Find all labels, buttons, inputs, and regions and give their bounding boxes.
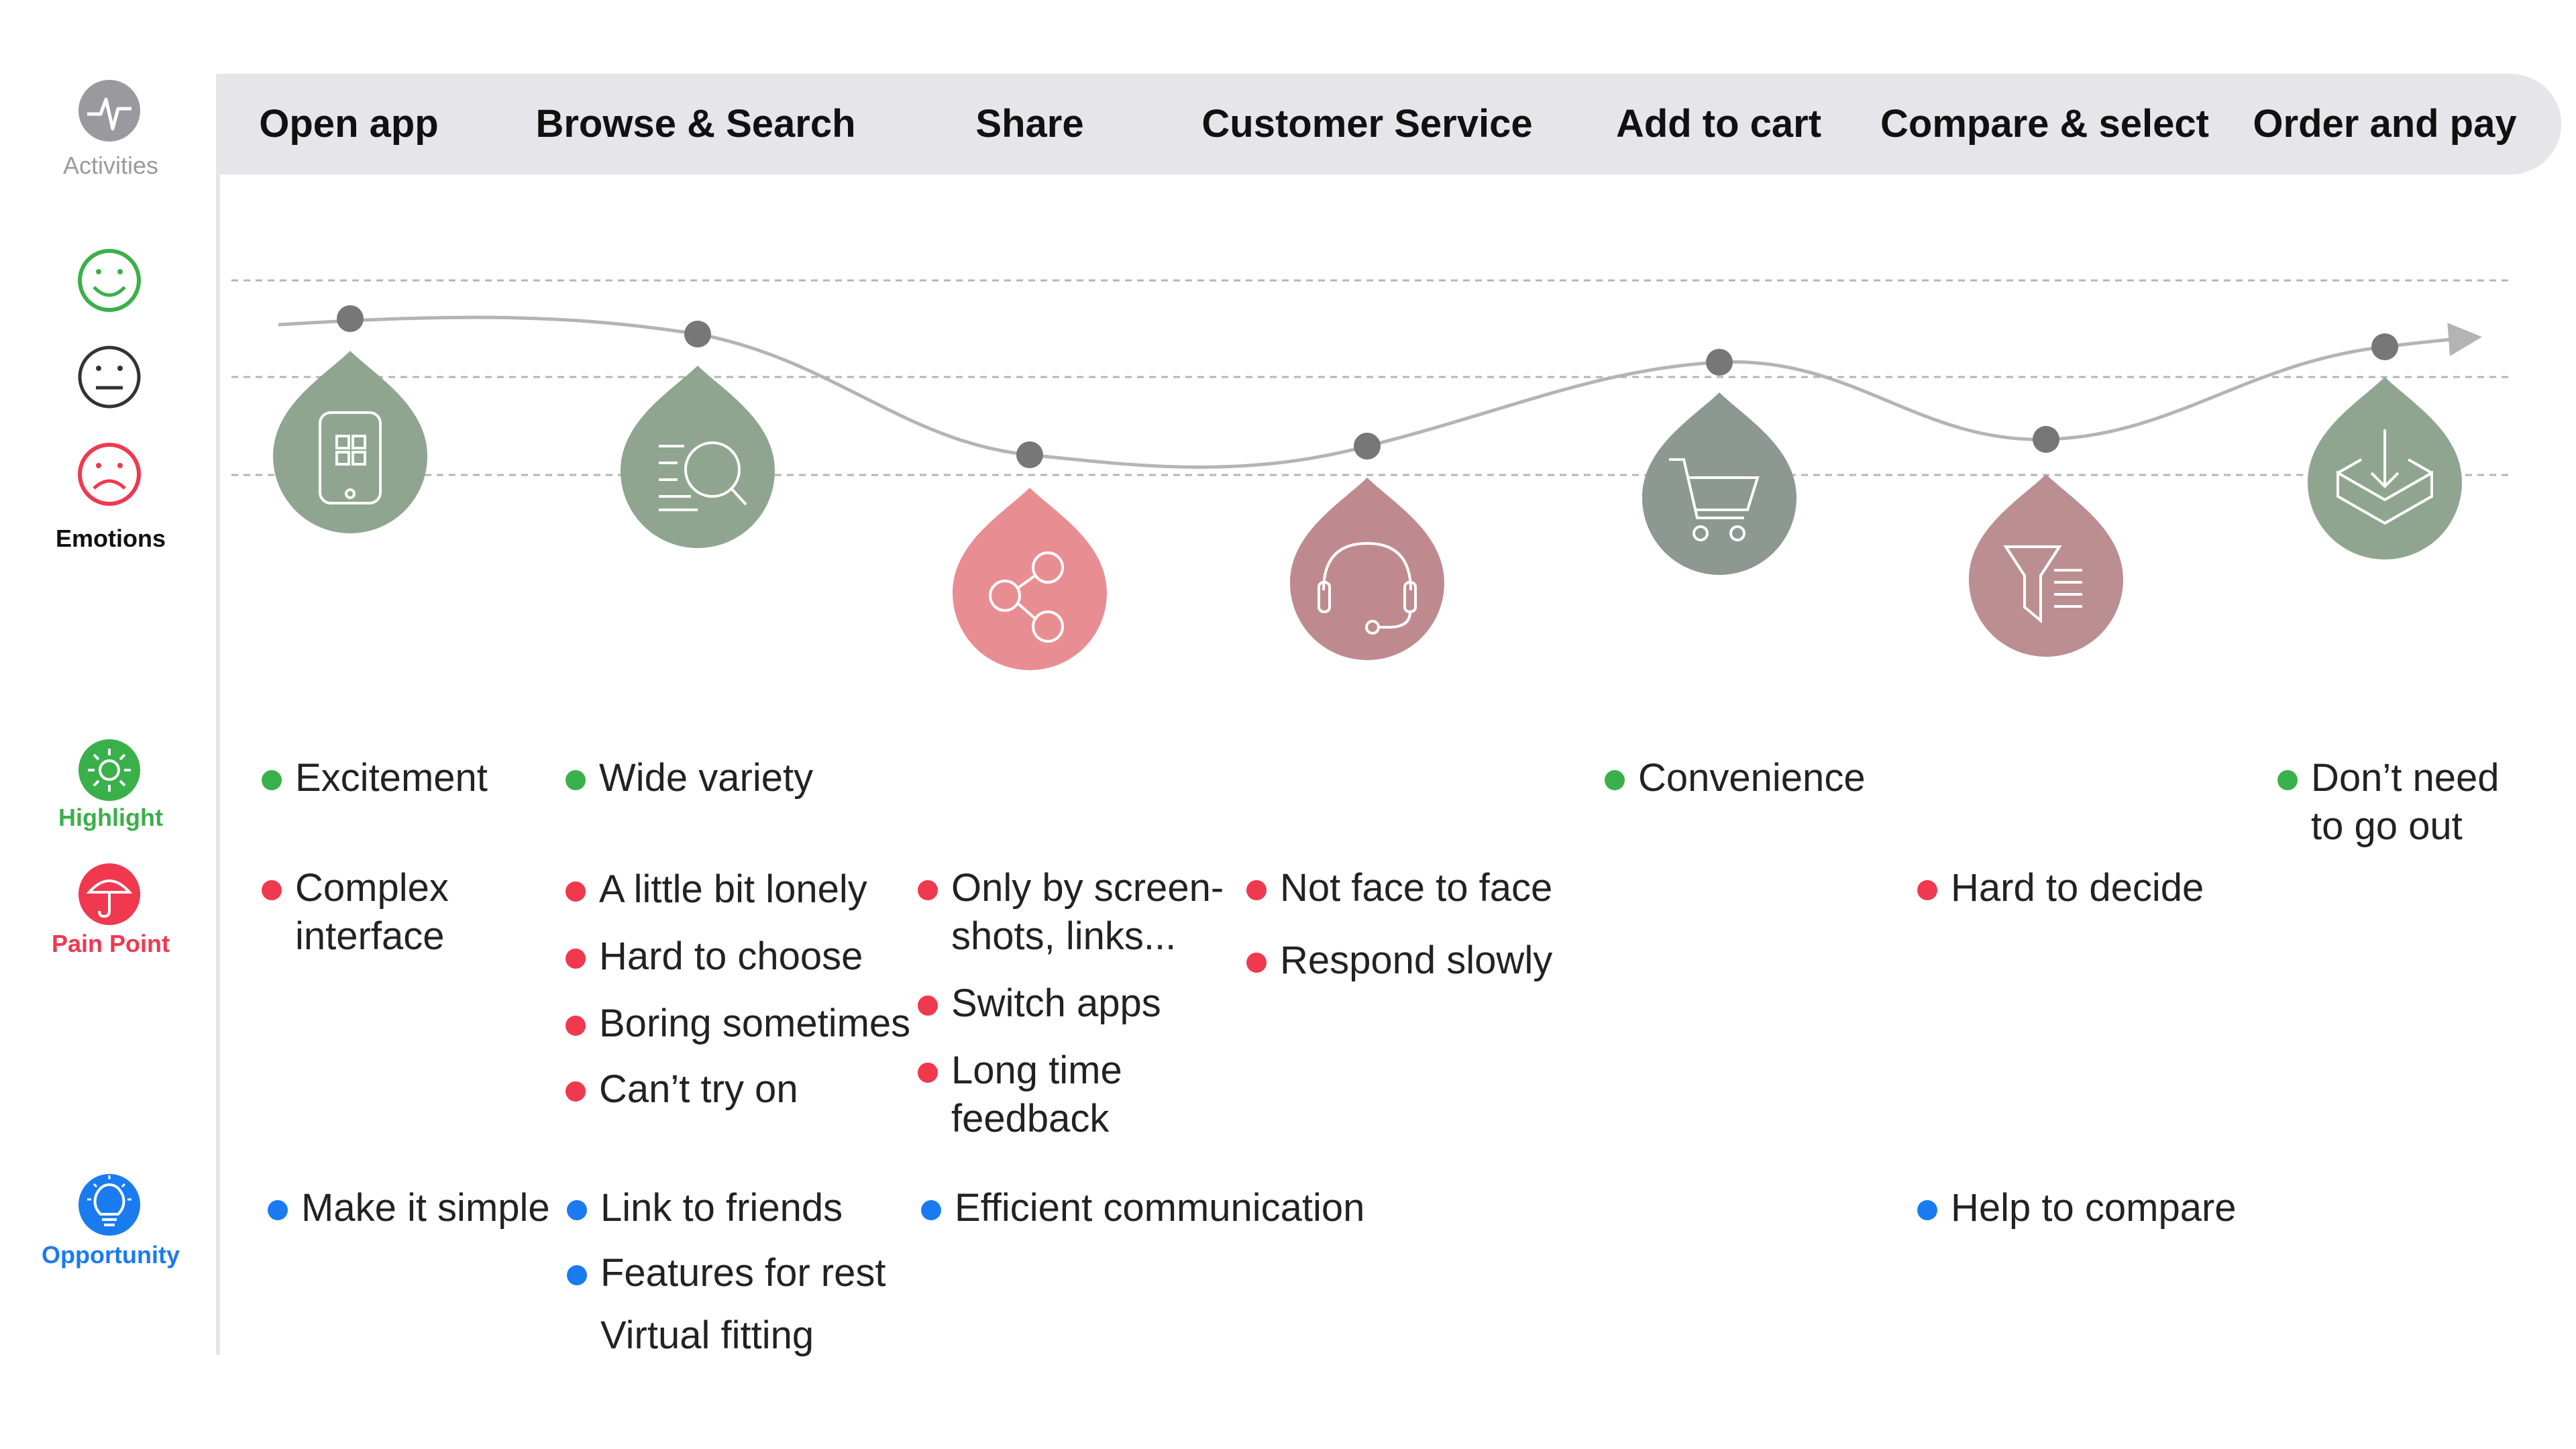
drop-order-pay	[2308, 333, 2462, 559]
pain-share-1: Only by screen-shots, links...	[918, 864, 1224, 961]
emotion-point-browse	[684, 321, 711, 347]
emotion-point-add-to-cart	[1706, 349, 1733, 376]
stage-title-compare-select: Compare & select	[1880, 102, 2209, 146]
highlight-label: Highlight	[58, 804, 163, 831]
pain-browse-3: Boring sometimes	[566, 1000, 910, 1048]
pain-browse-4: Can’t try on	[566, 1065, 798, 1114]
sidebar-divider	[216, 74, 220, 1355]
opportunity-browse-3: Virtual fitting	[600, 1313, 814, 1357]
opportunity-share: Efficient communication	[921, 1184, 1364, 1232]
activities-label: Activities	[62, 152, 159, 179]
stage-title-order-pay: Order and pay	[2253, 102, 2517, 146]
stage-title-open-app: Open app	[259, 102, 439, 146]
opportunity-browse-2: Features for rest	[567, 1249, 885, 1297]
opportunity-open-app: Make it simple	[268, 1184, 550, 1232]
lightbulb-opportunity-icon	[78, 1174, 140, 1236]
phone-app-icon	[319, 411, 382, 504]
filter-list-icon	[2003, 545, 2082, 624]
sun-highlight-icon	[78, 739, 140, 801]
stage-title-share: Share	[975, 102, 1084, 146]
pain-browse-1: A little bit lonely	[566, 865, 867, 914]
pain-browse-2: Hard to choose	[566, 932, 863, 981]
stage-title-customer-service: Customer Service	[1201, 102, 1533, 146]
drop-customer-service	[1290, 433, 1444, 660]
opportunity-compare: Help to compare	[1917, 1184, 2237, 1232]
emotion-point-customer-service	[1354, 433, 1381, 460]
stage-title-add-to-cart: Add to cart	[1615, 102, 1822, 146]
search-list-icon	[659, 441, 747, 511]
drop-add-to-cart	[1642, 349, 1796, 575]
stage-title-browse-search: Browse & Search	[535, 102, 856, 146]
drop-share	[953, 441, 1107, 670]
stages-header	[216, 74, 2561, 174]
drop-compare-select	[1969, 426, 2123, 657]
drop-open-app	[273, 305, 427, 533]
emotion-point-order-pay	[2371, 333, 2398, 360]
emotion-point-share	[1016, 441, 1043, 468]
download-box-icon	[2337, 429, 2433, 525]
pain-compare-1: Hard to decide	[1917, 864, 2204, 912]
highlight-add-to-cart: Convenience	[1605, 754, 1866, 802]
highlight-open-app: Excitement	[262, 754, 488, 802]
sad-face-icon	[78, 443, 141, 506]
pain-customer-service-1: Not face to face	[1246, 864, 1552, 912]
umbrella-pain-icon	[78, 863, 140, 925]
pain-point-label: Pain Point	[51, 930, 170, 957]
pain-customer-service-2: Respond slowly	[1246, 936, 1552, 985]
headset-icon	[1318, 541, 1417, 635]
emotion-point-compare	[2033, 426, 2059, 453]
highlight-browse: Wide variety	[566, 754, 813, 802]
emotion-gridlines	[231, 279, 2512, 476]
activity-pulse-icon	[78, 80, 140, 142]
emotions-label: Emotions	[55, 525, 166, 552]
cart-icon	[1669, 458, 1760, 541]
share-icon	[989, 551, 1064, 643]
pain-share-2: Switch apps	[918, 979, 1161, 1028]
opportunity-browse-1: Link to friends	[567, 1184, 843, 1232]
emotion-point-open-app	[337, 305, 364, 332]
opportunity-label: Opportunity	[42, 1241, 180, 1269]
neutral-face-icon	[78, 345, 141, 409]
happy-face-icon	[78, 249, 141, 312]
drop-browse-search	[621, 321, 775, 548]
